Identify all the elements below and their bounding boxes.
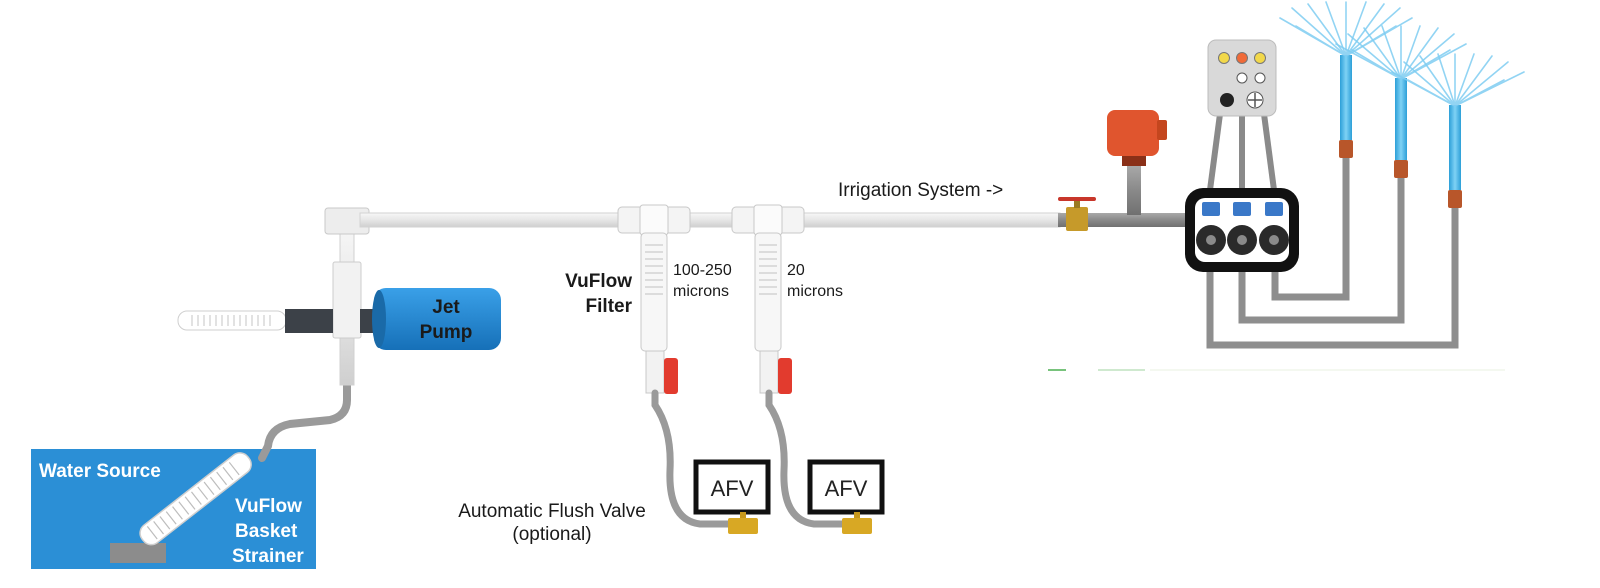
flush-valve-label-1: Automatic Flush Valve — [458, 501, 646, 522]
strainer-label-1: VuFlow — [235, 496, 302, 517]
vuflow-filter-label-2: Filter — [586, 296, 633, 317]
filter-2-rating-label-2: microns — [787, 283, 843, 300]
sprinkler-icon — [1279, 1, 1413, 158]
valve-manifold — [1185, 188, 1299, 272]
afv-1: AFV — [693, 459, 771, 534]
filter-1-rating-label-2: microns — [673, 283, 729, 300]
suction-inlet-pipe — [177, 309, 378, 333]
valve-icon — [778, 358, 792, 394]
strainer-label-3: Strainer — [232, 546, 304, 567]
valve-icon — [1058, 197, 1096, 231]
jet-pump-label-2: Pump — [420, 322, 473, 343]
filter-2-rating-label-1: 20 — [787, 262, 805, 279]
grey-supply-pipe — [1058, 213, 1188, 227]
jet-pump-label-1: Jet — [432, 297, 460, 318]
basket-strainer — [110, 452, 252, 563]
vuflow-filter-2 — [731, 204, 805, 394]
main-supply-pipe — [359, 212, 1061, 228]
jet-pump: Jet Pump — [372, 288, 501, 350]
irrigation-system-label: Irrigation System -> — [838, 180, 1003, 201]
solenoid-icon — [1107, 110, 1167, 215]
control-box-icon — [1207, 39, 1277, 191]
suction-hose — [258, 371, 351, 462]
strainer-label-2: Basket — [235, 521, 298, 542]
filter-1-rating-label-1: 100-250 — [673, 262, 732, 279]
afv-1-label: AFV — [711, 476, 754, 501]
water-source: Water Source VuFlow Basket Strainer — [31, 449, 316, 569]
afv-2-label: AFV — [825, 476, 868, 501]
flush-valve-label-2: (optional) — [512, 524, 591, 545]
vuflow-filter-1 — [617, 204, 691, 394]
vuflow-filter-label-1: VuFlow — [565, 271, 632, 292]
zone-lines — [1206, 110, 1459, 349]
water-source-label: Water Source — [39, 461, 161, 482]
afv-2: AFV — [807, 459, 885, 534]
sprinkler-icon — [1391, 53, 1525, 208]
flush-hose-2 — [765, 389, 848, 528]
flush-hose-1 — [651, 389, 734, 528]
valve-icon — [664, 358, 678, 394]
